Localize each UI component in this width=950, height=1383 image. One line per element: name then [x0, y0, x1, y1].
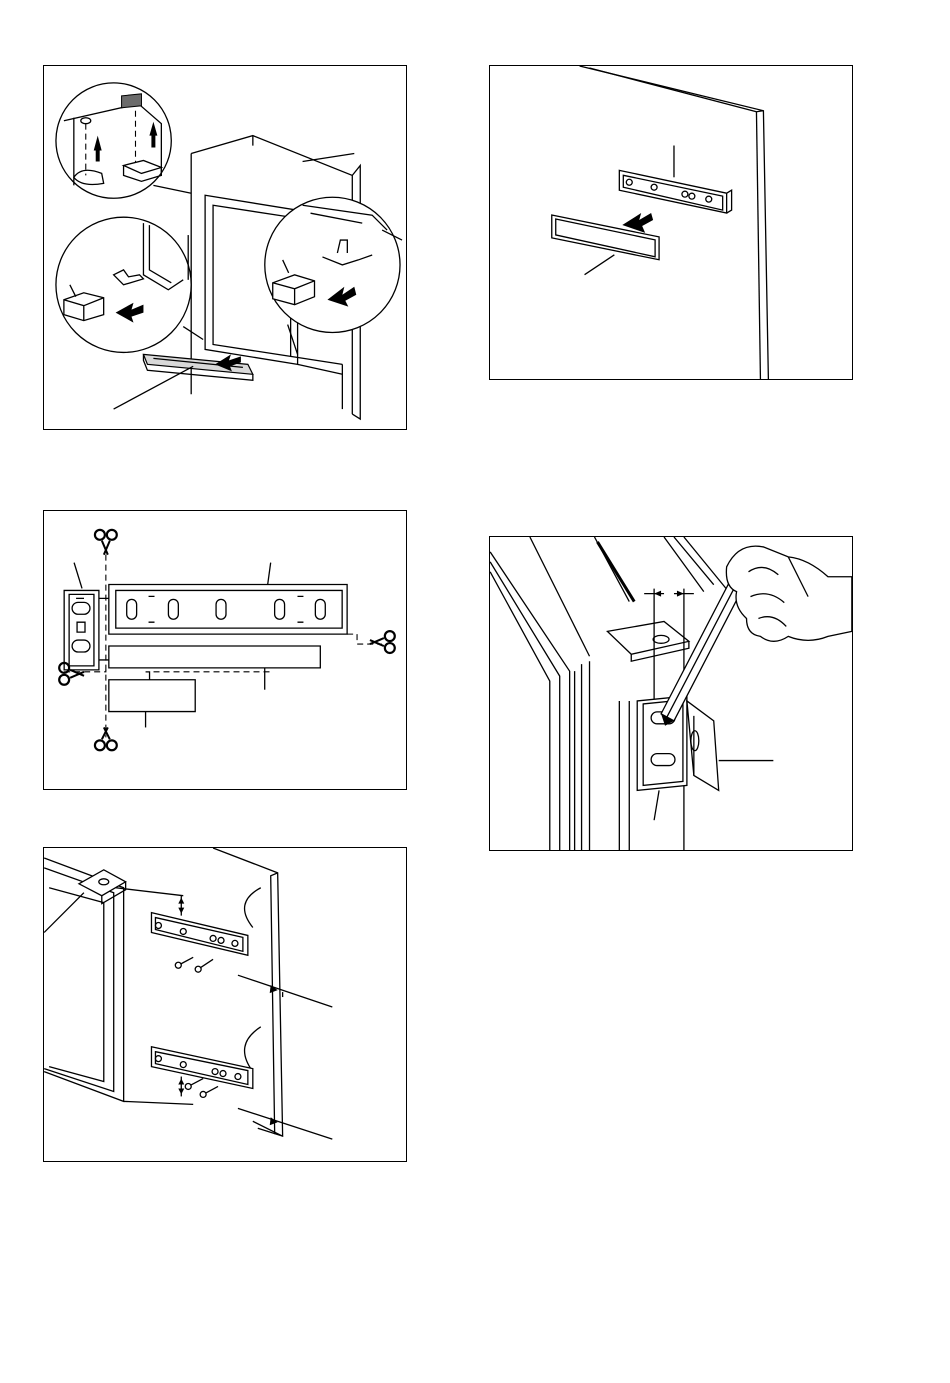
figure-2-cover-plate	[489, 65, 853, 380]
figure-2-drawing	[490, 66, 852, 379]
scissors-icon	[370, 631, 395, 653]
figure-4-mark-holes	[489, 536, 853, 851]
figure-3-cut-bracket	[43, 510, 407, 790]
figure-3-drawing	[44, 511, 406, 789]
scissors-icon	[95, 530, 117, 555]
scissors-icon	[95, 727, 117, 750]
figure-4-drawing	[490, 537, 852, 850]
figure-5-drawing	[44, 848, 406, 1161]
figure-1-niche-installation	[43, 65, 407, 430]
figure-5-fix-brackets	[43, 847, 407, 1162]
figure-1-drawing	[44, 66, 406, 429]
